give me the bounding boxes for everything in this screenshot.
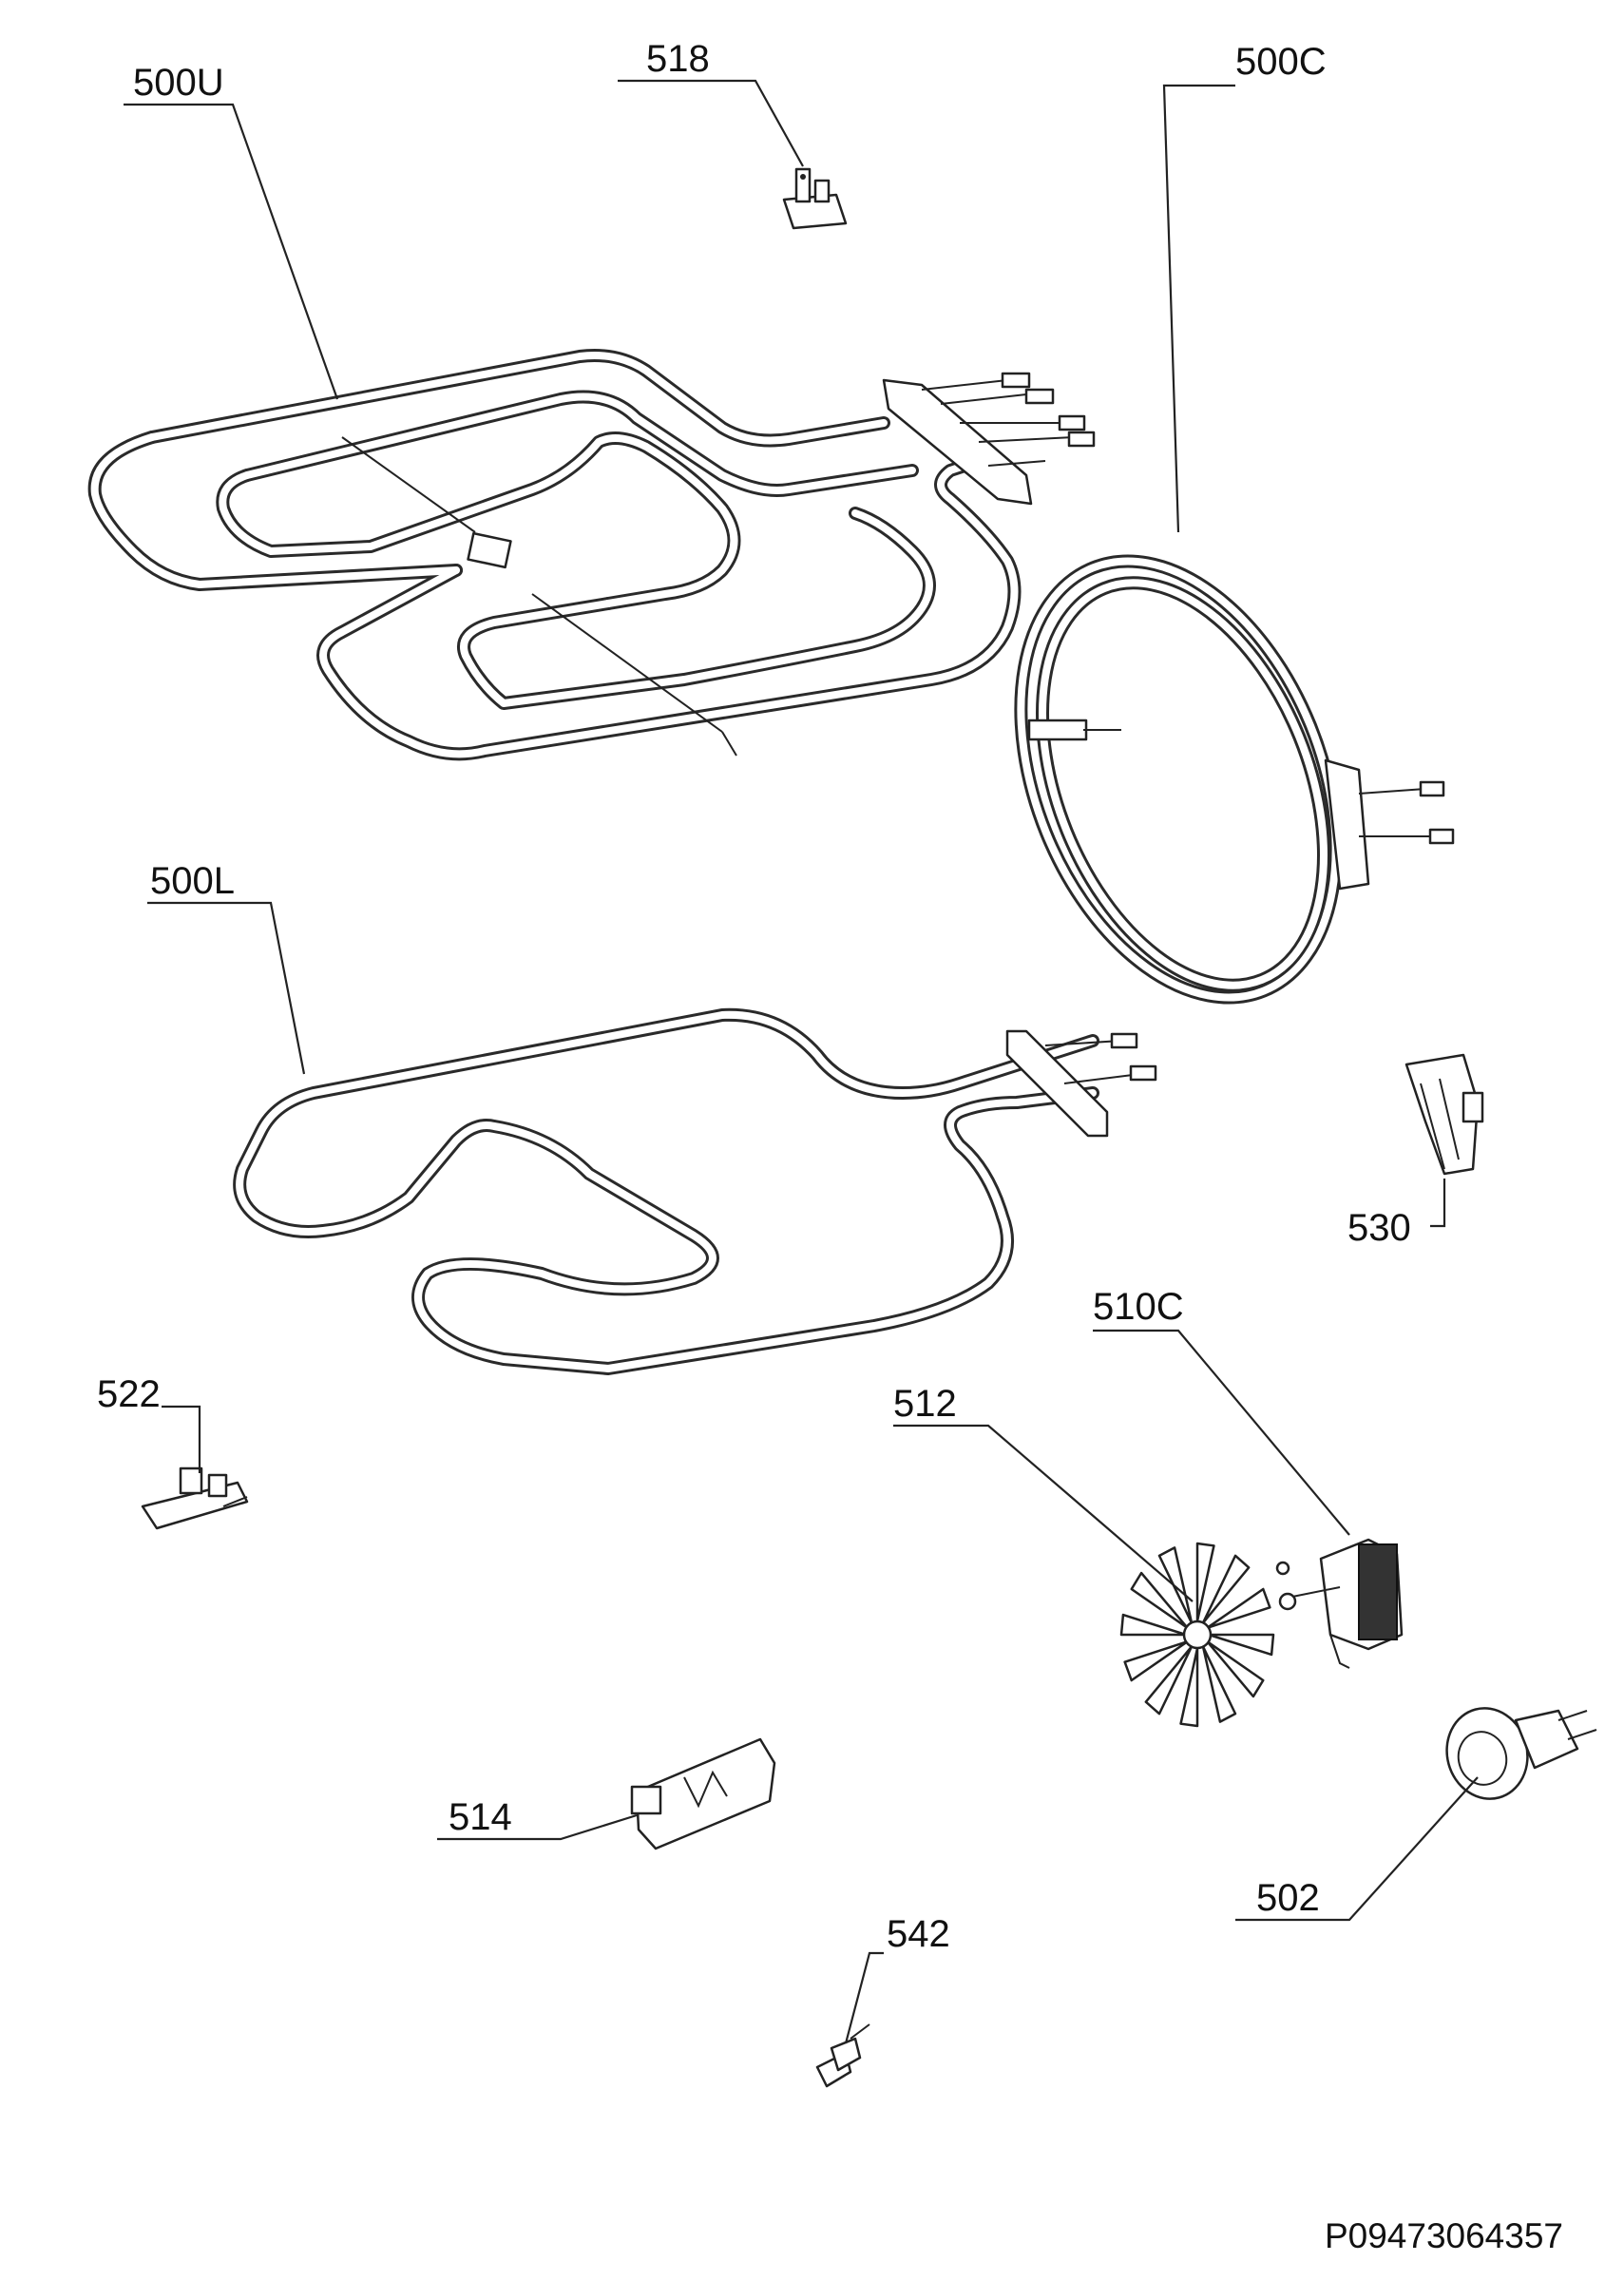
fan-motor-510C <box>1275 1538 1404 1669</box>
label-502: 502 <box>1256 1877 1320 1919</box>
upper-heating-element <box>95 355 1096 756</box>
label-514: 514 <box>449 1796 512 1838</box>
fan-hub <box>1182 1620 1213 1650</box>
fan-blade-vane <box>1179 1647 1199 1728</box>
fan-blade-vane <box>1206 1639 1265 1698</box>
clip-530 <box>1404 1053 1484 1176</box>
thermostat-522 <box>141 1466 249 1530</box>
lower-heating-element <box>239 1015 1157 1369</box>
terminal-block-514 <box>630 1737 776 1850</box>
fan-blade-vane <box>1119 1613 1188 1637</box>
label-518: 518 <box>646 38 710 80</box>
fan-blade-vane <box>1195 1542 1215 1622</box>
document-id: P09473064357 <box>1325 2216 1563 2255</box>
label-522: 522 <box>97 1373 161 1415</box>
thermostat-518 <box>782 167 848 230</box>
label-500U: 500U <box>133 62 224 104</box>
label-500C: 500C <box>1235 41 1327 83</box>
fan-blade-vane <box>1201 1645 1237 1723</box>
oven-lamp-502 <box>1445 1707 1597 1800</box>
label-510C: 510C <box>1093 1286 1184 1328</box>
clip-542 <box>815 2023 870 2088</box>
fan-blade-vane <box>1130 1571 1189 1630</box>
fan-blade-vane <box>1157 1546 1194 1624</box>
label-500L: 500L <box>150 860 235 902</box>
label-512: 512 <box>893 1383 957 1425</box>
fan-blade-512 <box>1119 1542 1275 1728</box>
fan-blade-vane <box>1123 1639 1189 1682</box>
leader-lines <box>124 79 1479 2044</box>
fan-blade-vane <box>1201 1554 1251 1624</box>
circular-heating-element <box>1014 554 1455 1005</box>
fan-blade-vane <box>1144 1645 1194 1716</box>
fan-blade-vane <box>1206 1587 1271 1630</box>
label-542: 542 <box>887 1913 950 1955</box>
label-530: 530 <box>1347 1207 1411 1249</box>
fan-blade-vane <box>1207 1633 1275 1657</box>
